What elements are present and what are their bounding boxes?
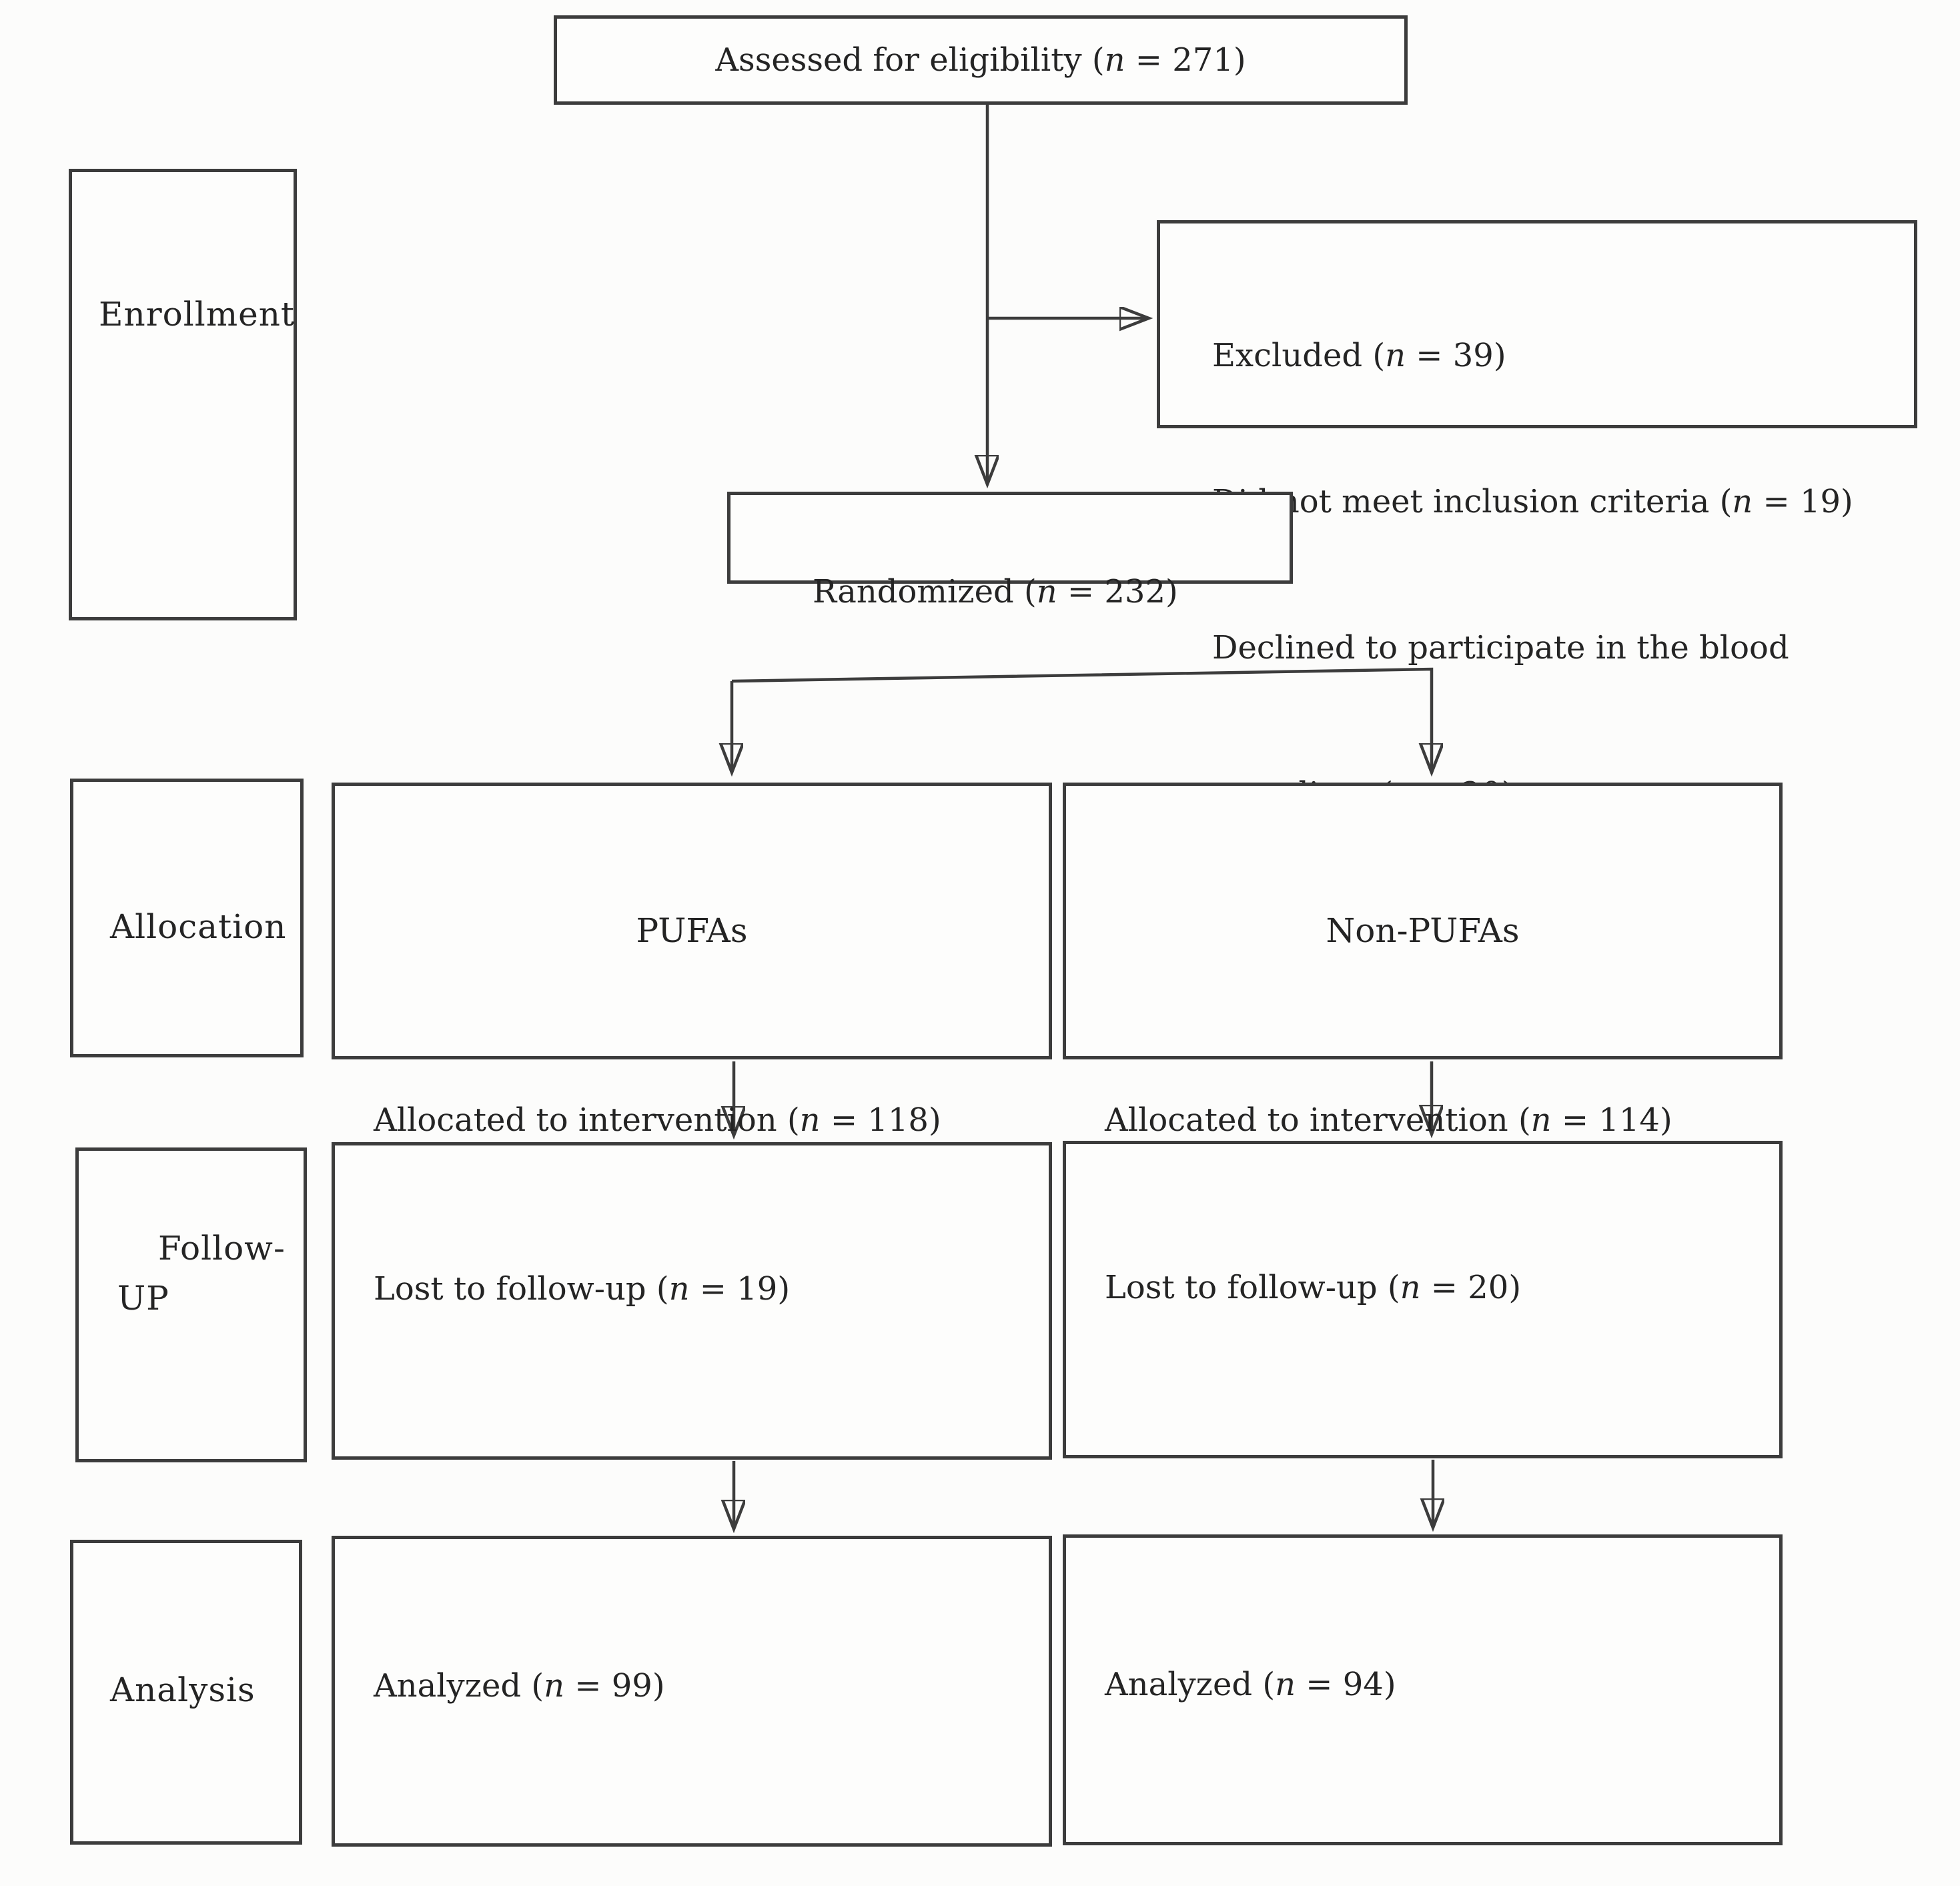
excluded-line: Excluded (n = 39) bbox=[1212, 337, 1506, 374]
assessed-eligibility-text: Assessed for eligibility (n = 271) bbox=[715, 41, 1246, 79]
analysis-line: Analyzed (n = 99) bbox=[374, 1667, 665, 1705]
allocation-line: Allocated to intervention (n = 114) bbox=[1105, 1101, 1672, 1139]
analysis-nonpufas-box: Analyzed (n = 94) Anthropometry analysis… bbox=[1063, 1534, 1783, 1845]
followup-pufas-box: Lost to follow-up (n = 19) Discontinued … bbox=[332, 1142, 1052, 1799]
allocation-nonpufas-box: Non-PUFAs Allocated to intervention (n =… bbox=[1063, 783, 1783, 1371]
stage-label-allocation: Allocation bbox=[70, 779, 304, 1057]
allocation-line: Allocated to intervention (n = 118) bbox=[374, 1101, 941, 1139]
assessed-eligibility-box: Assessed for eligibility (n = 271) bbox=[554, 15, 1408, 105]
stage-label-analysis: Analysis bbox=[70, 1540, 302, 1845]
stage-label-enrollment: Enrollment bbox=[69, 169, 297, 620]
excluded-box: Excluded (n = 39) Did not meet inclusion… bbox=[1157, 220, 1917, 813]
followup-nonpufas-box: Lost to follow-up (n = 20) Discontinued … bbox=[1063, 1141, 1783, 1797]
randomized-text: Randomized (n = 232) bbox=[813, 573, 1178, 610]
followup-label: Follow-UP bbox=[117, 1229, 286, 1318]
analysis-label: Analysis bbox=[110, 1671, 256, 1709]
allocation-label: Allocation bbox=[110, 907, 287, 946]
analysis-pufas-box: Analyzed (n = 99) Anthropometry analysis… bbox=[332, 1536, 1052, 1847]
excluded-line: Did not meet inclusion criteria (n = 19) bbox=[1212, 483, 1853, 520]
pufas-group-title: PUFAs bbox=[636, 911, 748, 950]
excluded-line: Declined to participate in the blood bbox=[1212, 629, 1789, 666]
followup-line: Lost to follow-up (n = 20) bbox=[1105, 1269, 1522, 1306]
nonpufas-group-title: Non-PUFAs bbox=[1326, 911, 1520, 950]
enrollment-label: Enrollment bbox=[99, 295, 295, 334]
stage-label-followup: Follow-UP bbox=[75, 1147, 307, 1462]
followup-line: Lost to follow-up (n = 19) bbox=[374, 1270, 791, 1308]
randomized-box: Randomized (n = 232) bbox=[727, 492, 1293, 610]
analysis-line: Analyzed (n = 94) bbox=[1105, 1666, 1396, 1703]
allocation-pufas-box: PUFAs Allocated to intervention (n = 118… bbox=[332, 783, 1052, 1371]
